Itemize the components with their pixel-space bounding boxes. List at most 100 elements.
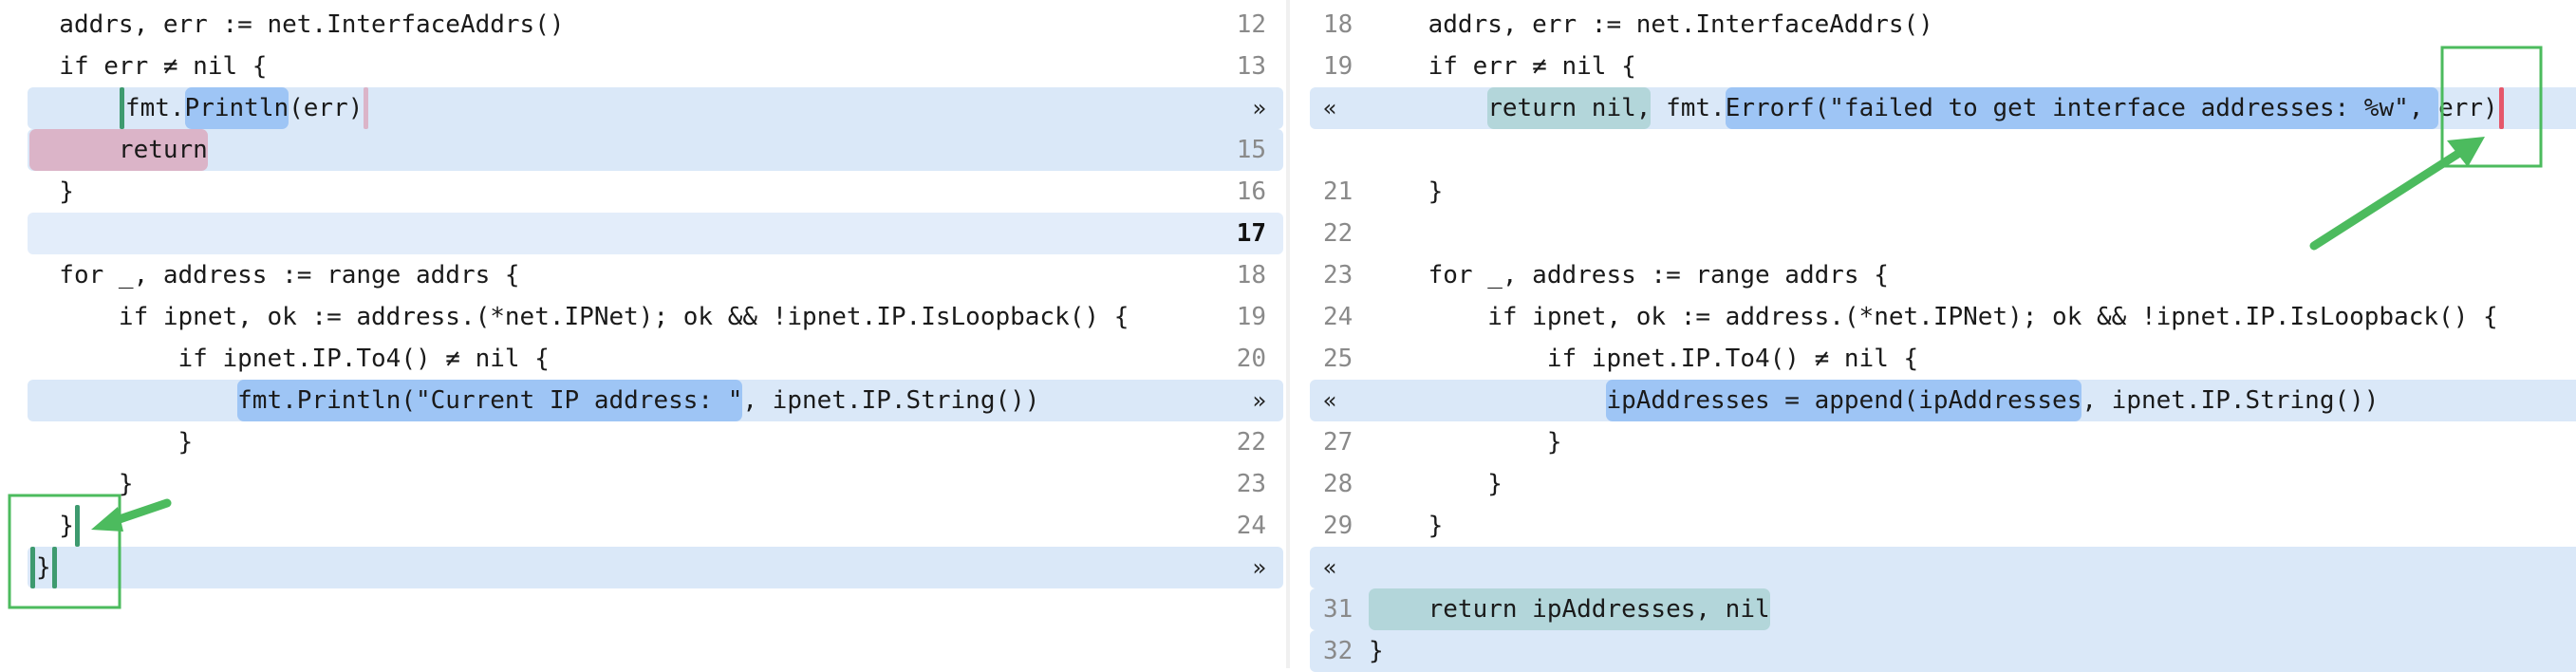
code-text[interactable]: return ipAddresses, nil	[1369, 588, 1770, 630]
code-segment: if ipnet, ok := address.(*net.IPNet); ok…	[29, 303, 1129, 331]
code-text[interactable]: for _, address := range addrs {	[29, 254, 520, 296]
line-number: 23	[1236, 470, 1266, 498]
code-text[interactable]: }	[1369, 505, 1444, 547]
apply-change-right-button[interactable]: »	[1252, 95, 1266, 121]
left-diff-pane: addrs, err := net.InterfaceAddrs() 12 if …	[0, 0, 1283, 668]
left-code-line: if err ≠ nil { 13	[0, 46, 1283, 87]
changed-line-highlight	[1310, 547, 2576, 588]
code-text[interactable]: }	[1369, 463, 1503, 505]
code-text[interactable]: return nil, fmt.Errorf("failed to get in…	[1369, 87, 2505, 129]
line-number: 24	[1323, 303, 1353, 331]
left-code-line: addrs, err := net.InterfaceAddrs() 12	[0, 4, 1283, 46]
right-code-line: ipAddresses = append(ipAddresses, ipnet.…	[1300, 380, 2576, 421]
right-code-line: } 32	[1300, 630, 2576, 672]
code-segment: }	[1369, 428, 1562, 457]
code-text[interactable]: if ipnet, ok := address.(*net.IPNet); ok…	[1369, 296, 2498, 338]
code-text[interactable]: }	[1369, 630, 1384, 672]
code-text[interactable]: if ipnet, ok := address.(*net.IPNet); ok…	[29, 296, 1129, 338]
line-number: 16	[1236, 177, 1266, 206]
code-text[interactable]: fmt.Println("Current IP address: ", ipne…	[29, 380, 1039, 421]
line-number: 24	[1236, 512, 1266, 540]
apply-change-left-button[interactable]: «	[1323, 95, 1337, 121]
code-text[interactable]: if err ≠ nil {	[29, 46, 267, 87]
left-code-line: 17	[0, 213, 1283, 254]
code-text[interactable]: }	[29, 463, 134, 505]
inline-change-pink: return	[29, 129, 208, 171]
code-segment: if err ≠ nil {	[1369, 52, 1636, 81]
line-number: 23	[1323, 261, 1353, 289]
code-text[interactable]: if err ≠ nil {	[1369, 46, 1636, 87]
code-segment	[29, 87, 119, 129]
code-segment: }	[36, 553, 51, 582]
right-code-line: return nil, fmt.Errorf("failed to get in…	[1300, 87, 2576, 129]
left-code-line: } 22	[0, 421, 1283, 463]
code-segment: addrs, err := net.InterfaceAddrs()	[29, 10, 565, 39]
code-text[interactable]: }	[29, 505, 81, 547]
right-code-line: 22	[1300, 213, 2576, 254]
code-text[interactable]: if ipnet.IP.To4() ≠ nil {	[29, 338, 550, 380]
code-text[interactable]: return	[29, 129, 208, 171]
code-segment: fmt.	[1651, 94, 1726, 122]
right-code-line: } 21	[1300, 171, 2576, 213]
code-text[interactable]: fmt.Println(err)	[29, 87, 369, 129]
code-text[interactable]: }	[1369, 171, 1444, 213]
code-text[interactable]: for _, address := range addrs {	[1369, 254, 1889, 296]
code-segment: fmt.	[124, 94, 185, 122]
apply-change-right-button[interactable]: »	[1252, 387, 1266, 414]
line-number: 21	[1323, 177, 1353, 206]
pink-change-marker	[364, 87, 369, 129]
line-number: 15	[1236, 136, 1266, 164]
inline-change-blue: ipAddresses = append(ipAddresses	[1606, 380, 2082, 421]
code-segment: addrs, err := net.InterfaceAddrs()	[1369, 10, 1933, 39]
changed-line-highlight	[28, 129, 1283, 171]
line-number: 18	[1323, 10, 1353, 39]
code-segment: }	[29, 470, 134, 498]
line-number: 13	[1236, 52, 1266, 81]
line-number: 22	[1236, 428, 1266, 457]
code-text[interactable]: }	[29, 421, 194, 463]
changed-line-highlight	[28, 213, 1283, 254]
code-segment: if ipnet, ok := address.(*net.IPNet); ok…	[1369, 303, 2498, 331]
line-number: 19	[1323, 52, 1353, 81]
apply-change-left-button[interactable]: «	[1323, 387, 1337, 414]
code-text[interactable]: addrs, err := net.InterfaceAddrs()	[29, 4, 565, 46]
code-text[interactable]: }	[1369, 421, 1562, 463]
code-text[interactable]: addrs, err := net.InterfaceAddrs()	[1369, 4, 1933, 46]
left-code-line: }»	[0, 547, 1283, 588]
line-number: 19	[1236, 303, 1266, 331]
line-number: 20	[1236, 345, 1266, 373]
code-segment: }	[1369, 177, 1444, 206]
code-segment: (err)	[289, 94, 364, 122]
left-code-line: } 23	[0, 463, 1283, 505]
code-segment: }	[1369, 637, 1384, 665]
code-text[interactable]: }	[29, 547, 58, 588]
inline-change-teal: return nil,	[1487, 87, 1652, 129]
green-change-marker	[51, 547, 57, 588]
line-number: 12	[1236, 10, 1266, 39]
code-segment: for _, address := range addrs {	[29, 261, 520, 289]
line-number: 32	[1323, 637, 1353, 665]
left-code-line: } 16	[0, 171, 1283, 213]
pane-divider[interactable]	[1286, 0, 1290, 668]
code-segment: , ipnet.IP.String())	[742, 386, 1040, 415]
code-text[interactable]: if ipnet.IP.To4() ≠ nil {	[1369, 338, 1918, 380]
code-segment: if ipnet.IP.To4() ≠ nil {	[29, 345, 550, 373]
right-code-line: «	[1300, 547, 2576, 588]
right-code-line: addrs, err := net.InterfaceAddrs() 18	[1300, 4, 2576, 46]
changed-line-highlight	[1310, 630, 2576, 672]
right-diff-pane: addrs, err := net.InterfaceAddrs() 18 if …	[1300, 0, 2576, 672]
line-number: 28	[1323, 470, 1353, 498]
right-code-line: if ipnet, ok := address.(*net.IPNet); ok…	[1300, 296, 2576, 338]
code-segment: }	[29, 177, 74, 206]
apply-change-right-button[interactable]: »	[1252, 554, 1266, 581]
left-code-line: for _, address := range addrs {18	[0, 254, 1283, 296]
line-number: 17	[1236, 219, 1266, 248]
green-change-marker	[74, 505, 80, 547]
code-text[interactable]: }	[29, 171, 74, 213]
code-segment	[1369, 87, 1487, 129]
code-segment: if err ≠ nil {	[29, 52, 268, 81]
code-segment: if ipnet.IP.To4() ≠ nil {	[1369, 345, 1919, 373]
left-code-line: fmt.Println(err) »	[0, 87, 1283, 129]
code-text[interactable]: ipAddresses = append(ipAddresses, ipnet.…	[1369, 380, 2379, 421]
apply-change-left-button[interactable]: «	[1323, 554, 1337, 581]
